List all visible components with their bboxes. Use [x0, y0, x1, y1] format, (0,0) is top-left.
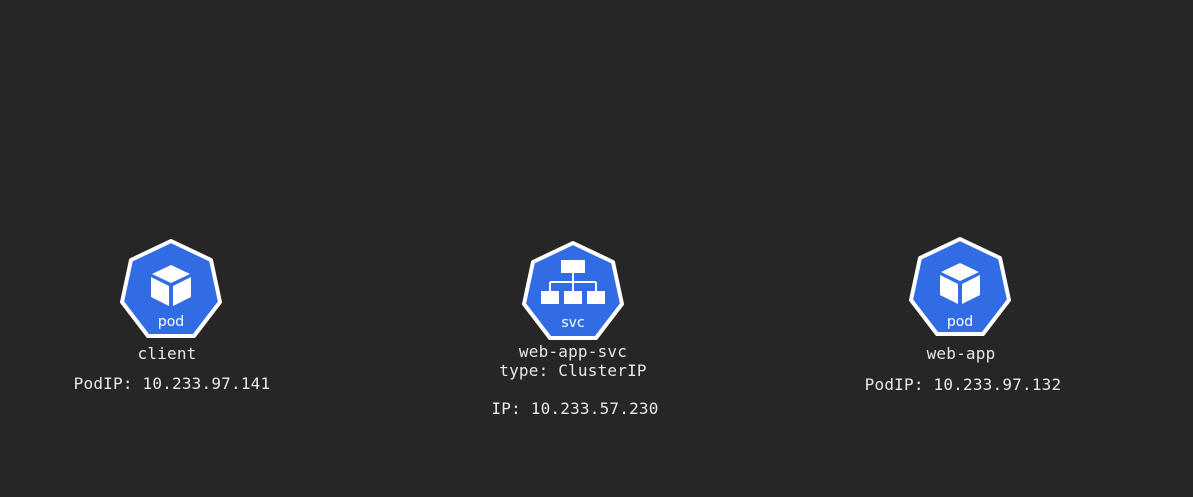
- service-network-icon: svc: [522, 241, 624, 340]
- pod-icon-label: pod: [947, 314, 973, 330]
- web-app-name: web-app: [926, 344, 996, 363]
- service-name: web-app-svc: [518, 342, 628, 361]
- svc-icon-label: svc: [561, 315, 584, 331]
- service-cluster-ip: IP: 10.233.57.230: [491, 399, 659, 418]
- client-pod-node: pod: [118, 238, 224, 340]
- pod-cube-icon: pod: [909, 237, 1011, 336]
- client-name: client: [137, 344, 197, 363]
- service-type: type: ClusterIP: [499, 361, 647, 380]
- web-app-pod-node: pod: [907, 236, 1013, 338]
- web-app-svc-node: svc: [520, 240, 626, 342]
- pod-icon-label: pod: [158, 314, 184, 330]
- pod-cube-icon: pod: [120, 239, 222, 338]
- web-app-pod-ip: PodIP: 10.233.97.132: [864, 375, 1062, 394]
- client-pod-ip: PodIP: 10.233.97.141: [73, 374, 271, 393]
